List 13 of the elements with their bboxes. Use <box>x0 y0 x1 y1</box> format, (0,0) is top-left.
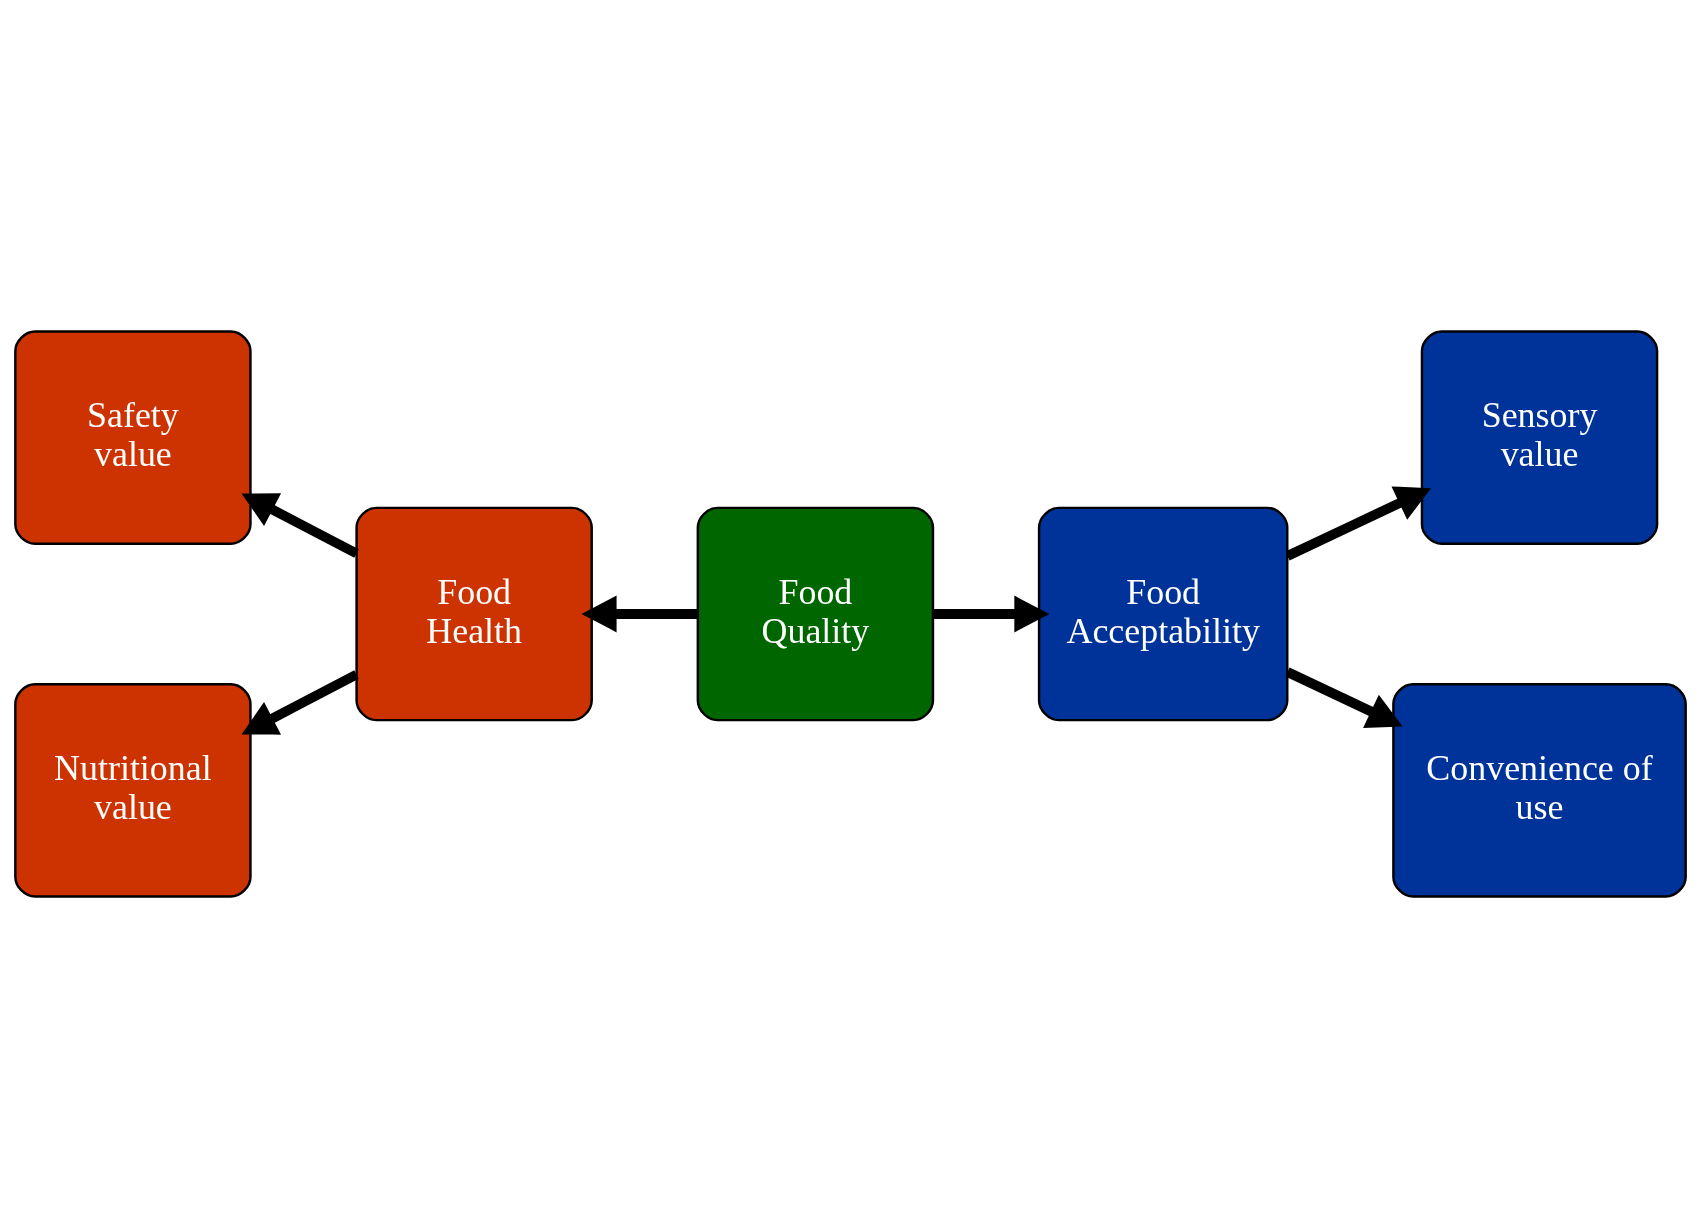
arrow <box>1285 486 1431 561</box>
node-box: Convenience of use <box>1392 683 1687 898</box>
arrow <box>241 493 359 558</box>
arrow <box>241 670 359 735</box>
arrow <box>581 595 698 633</box>
node-box: Food Acceptability <box>1037 506 1289 722</box>
arrow <box>933 595 1050 633</box>
node-box: Food Health <box>355 506 593 722</box>
node-box: Nutritional value <box>14 683 252 898</box>
node-box: Sensory value <box>1420 330 1659 545</box>
node-box: Food Quality <box>696 506 935 722</box>
node-box: Safety value <box>14 330 252 545</box>
arrow <box>1285 667 1403 729</box>
